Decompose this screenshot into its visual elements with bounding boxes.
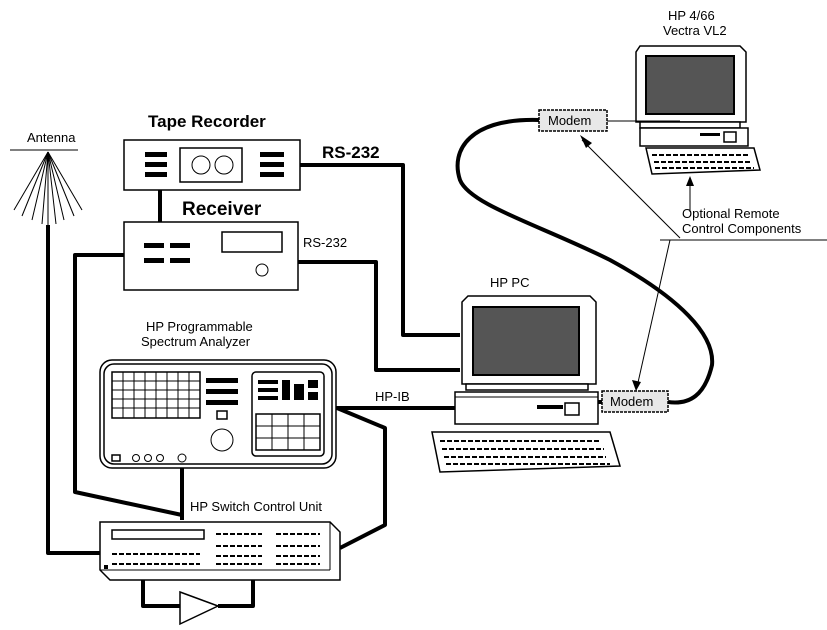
amplifier-icon [179,590,220,626]
remote-pc-label-1: HP 4/66 [668,8,715,23]
tape-recorder [123,139,301,191]
modem-bottom [601,390,669,413]
phone-line [455,117,715,405]
rs232-tape-cable [300,163,460,337]
spectrum-analyzer [99,359,337,469]
antenna-label: Antenna [27,130,76,145]
hp-pc [431,295,621,473]
receiver [123,221,299,291]
modem-top-label: Modem [548,113,591,128]
spectrum-analyzer-label-1: HP Programmable [146,319,253,334]
rs232-receiver-label: RS-232 [303,235,347,250]
hpib-label: HP-IB [375,389,410,404]
antenna-icon [10,149,83,226]
optional-arrows [580,135,694,391]
receiver-switch-cable [73,253,183,517]
rs232-receiver-cable [298,260,460,372]
rs232-top-label: RS-232 [322,143,380,162]
hp-pc-label: HP PC [490,275,530,290]
amplifier-loop-right [218,578,255,608]
remote-pc [635,45,761,175]
switch-control-unit-label: HP Switch Control Unit [190,499,322,514]
hpib-cable [335,406,455,550]
cables [46,117,715,608]
tape-recorder-label: Tape Recorder [148,112,266,131]
antenna-cable [46,225,100,555]
spectrum-analyzer-label-2: Spectrum Analyzer [141,334,251,349]
switch-control-unit [99,521,341,581]
optional-label-1: Optional Remote [682,206,780,221]
amplifier-loop [141,578,180,608]
modem-bottom-label: Modem [610,394,653,409]
receiver-label: Receiver [182,199,262,220]
remote-pc-label-2: Vectra VL2 [663,23,727,38]
optional-label-2: Control Components [682,221,802,236]
